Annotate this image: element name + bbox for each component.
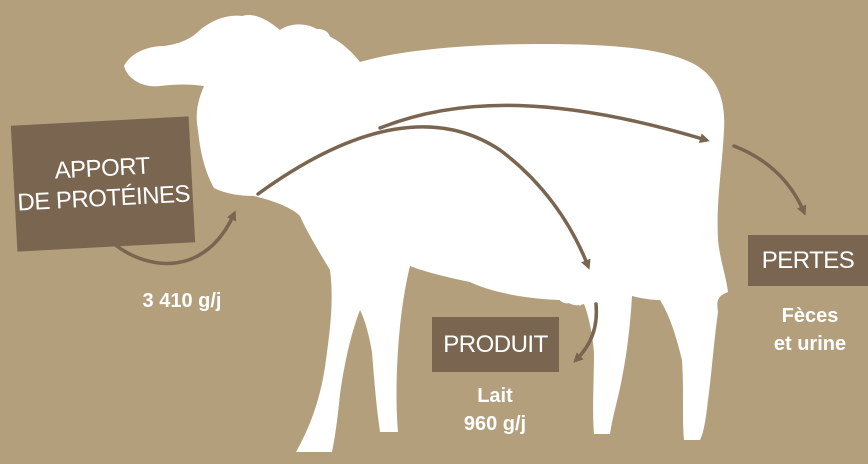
cow-silhouette [124,15,728,452]
product-value: Lait 960 g/j [440,382,550,438]
losses-label: PERTES [762,247,855,275]
product-value-line1: Lait [440,382,550,410]
losses-box: PERTES [748,235,868,286]
product-value-line2: 960 g/j [440,410,550,438]
losses-value-line2: et urine [752,330,868,358]
intake-value: 3 410 g/j [112,287,252,315]
intake-box: APPORT DE PROTÉINES [11,116,195,251]
product-box: PRODUIT [432,317,559,372]
product-label: PRODUIT [443,331,548,359]
intake-label-line2: DE PROTÉINES [17,179,191,218]
losses-value: Fèces et urine [752,302,868,358]
losses-value-line1: Fèces [752,302,868,330]
arrow-rear-to-losses [734,146,804,212]
